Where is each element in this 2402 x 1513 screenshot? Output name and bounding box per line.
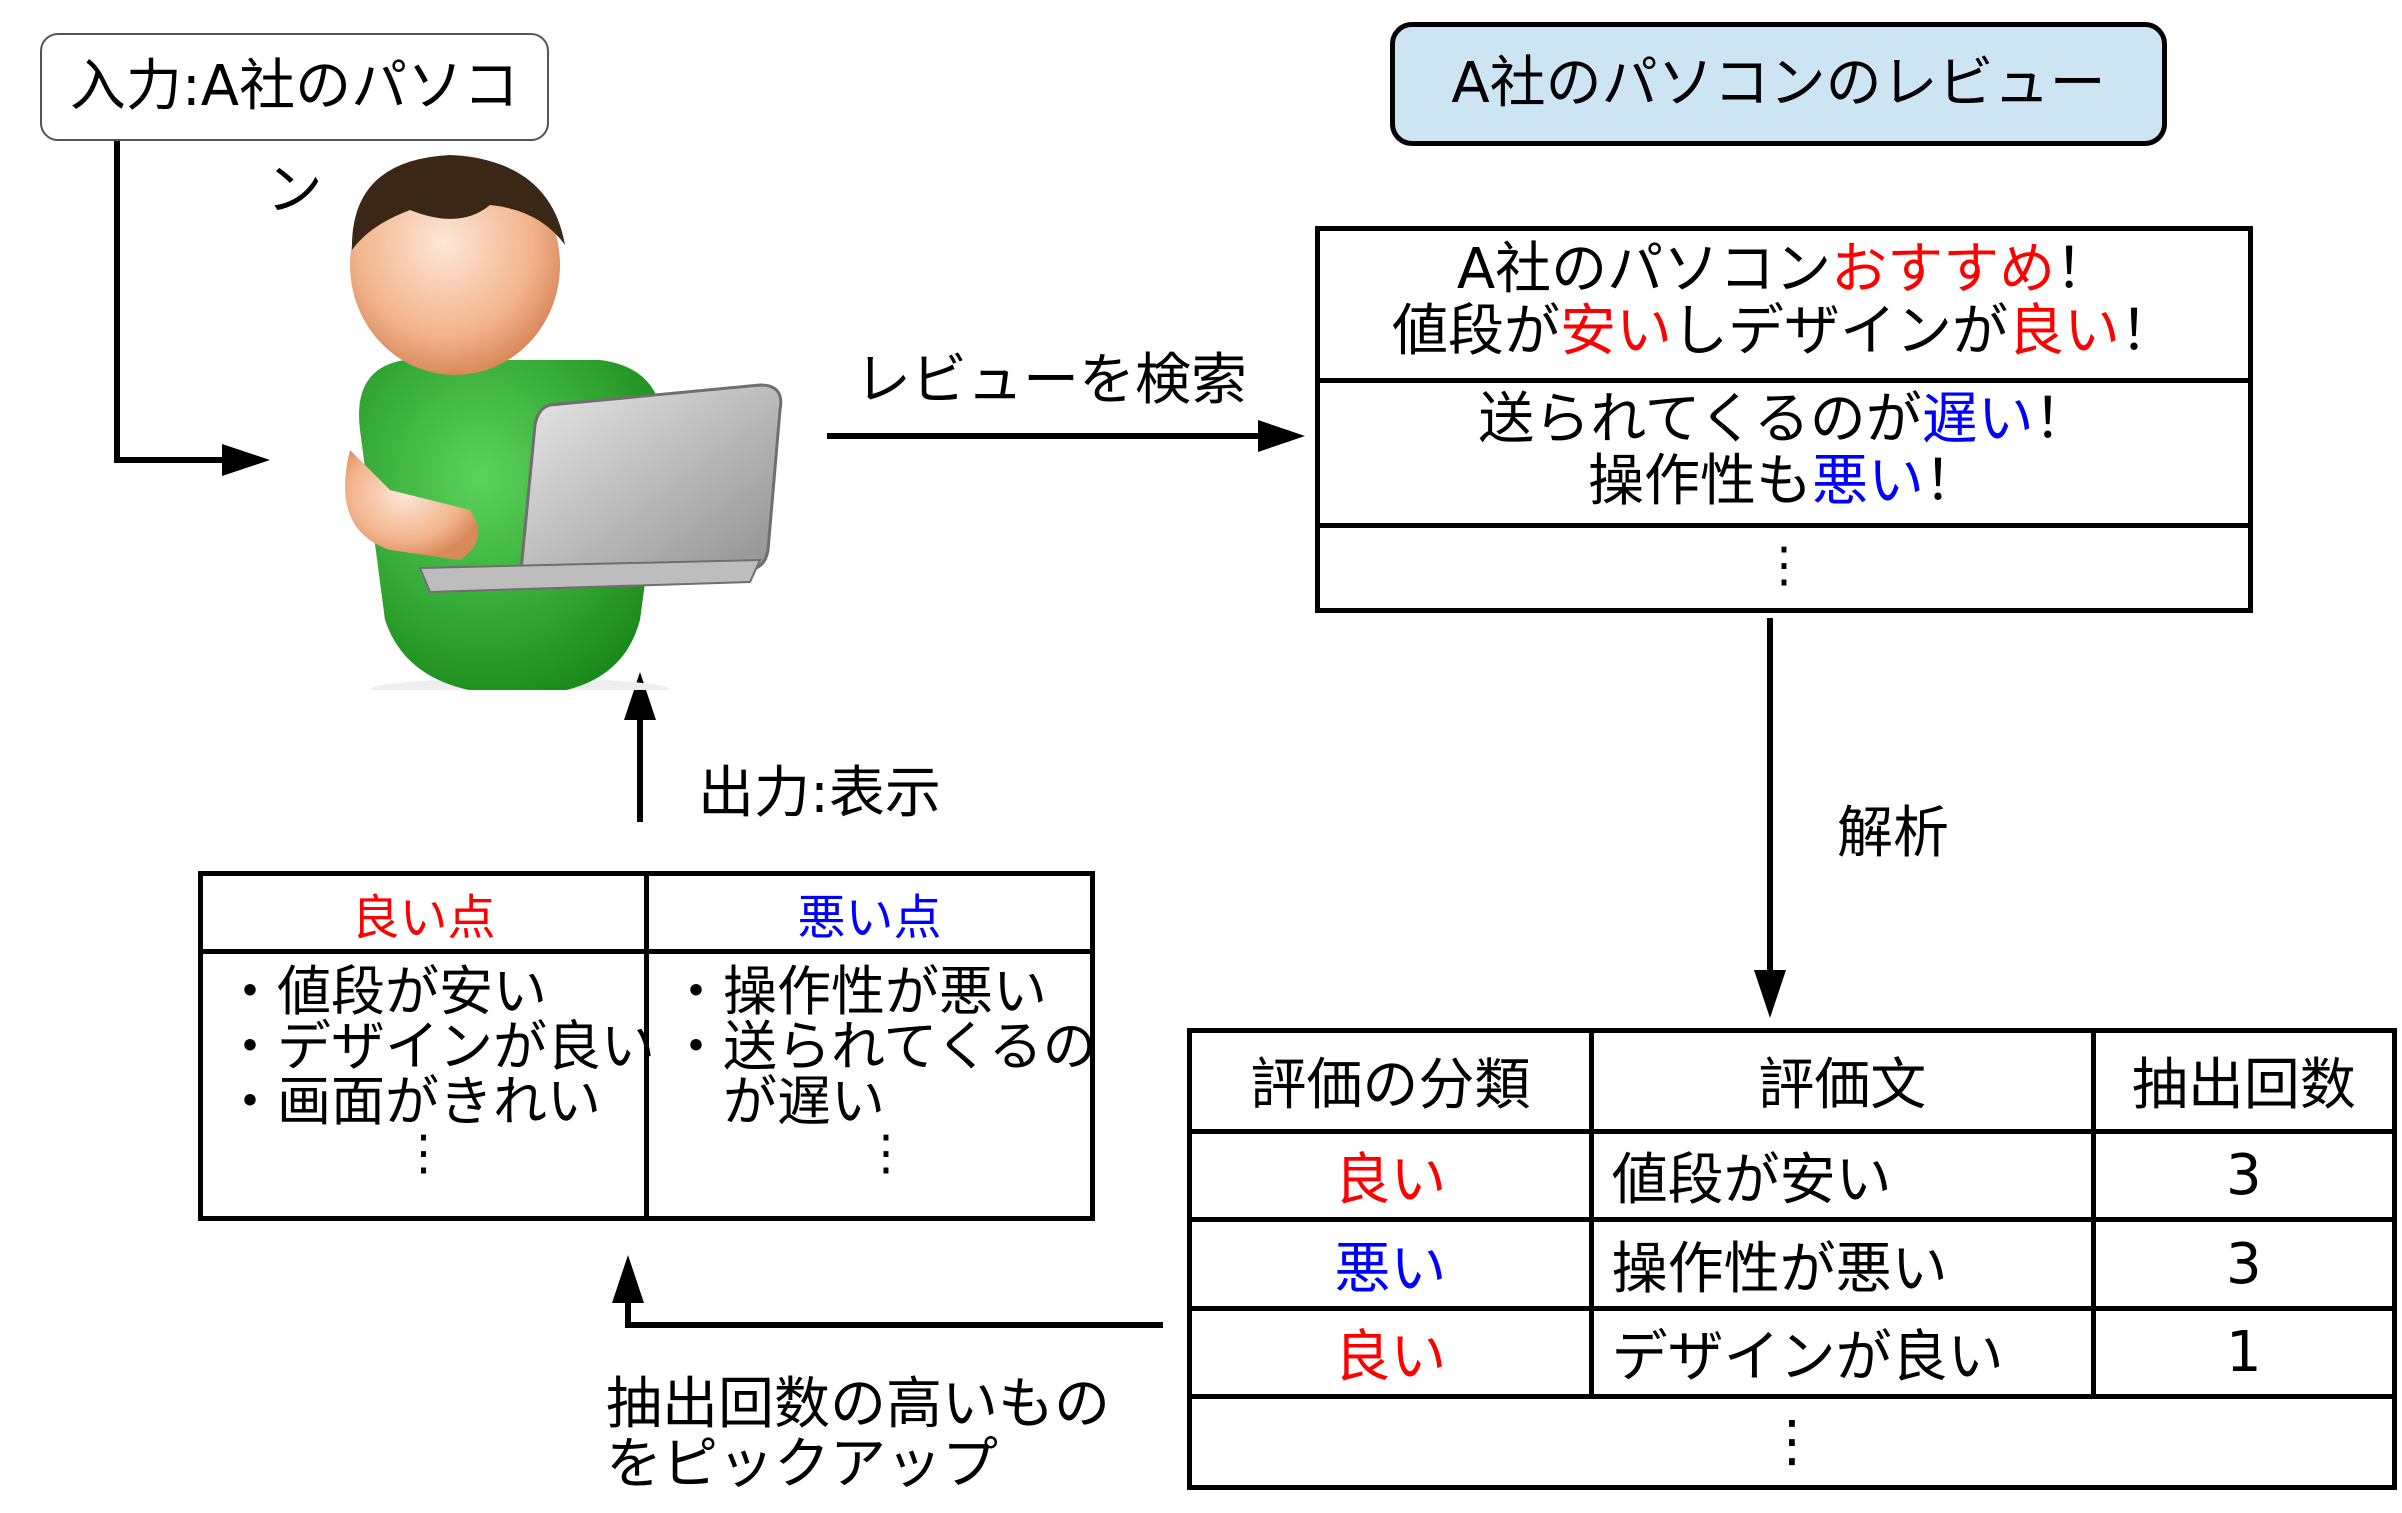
review-text: ！ [1924, 449, 1980, 514]
sentence-cell: 値段が安い [1588, 1128, 2096, 1223]
review-line: 送られてくるのが遅い！ [1320, 389, 2248, 451]
evaluation-word: おすすめ [1831, 237, 2056, 302]
list-item: が遅い [669, 1070, 885, 1133]
review-text: しデザインが [1672, 299, 2008, 364]
review-line: A社のパソコンおすすめ！ [1320, 239, 2248, 301]
count-cell: 3 [2090, 1217, 2398, 1311]
review-divider [1320, 378, 2248, 383]
review-line: ⋮ [1320, 541, 2248, 589]
pickup-label: 抽出回数の高いもの をピックアップ [606, 1375, 1110, 1495]
list-item: ・値段が安い [223, 960, 547, 1023]
bad-points-cell: ・操作性が悪い ・送られてくるの が遅い ⋮ [644, 949, 1097, 1221]
review-text: 値段が [1392, 299, 1560, 364]
summary-body-row: ・値段が安い ・デザインが良い ・画面がきれい ⋮ ・操作性が悪い ・送られてく… [198, 949, 1097, 1221]
input-arrow [114, 141, 270, 476]
sentence-cell: デザインが良い [1588, 1305, 2096, 1400]
input-label-box: 入力:A社のパソコン [40, 33, 549, 223]
review-text: ！ [2055, 237, 2112, 302]
category-cell: 良い [1187, 1305, 1594, 1400]
table-row: 良い デザインが良い 1 [1187, 1305, 2398, 1400]
list-item: ・デザインが良い [223, 1015, 655, 1078]
summary-table: 良い点 悪い点 ・値段が安い ・デザインが良い ・画面がきれい ⋮ ・操作性が悪… [198, 871, 1097, 1221]
review-text: ！ [2120, 299, 2176, 364]
review-divider [1320, 523, 2248, 528]
pickup-label-line-1: 抽出回数の高いもの [606, 1372, 1110, 1437]
review-list: A社のパソコンおすすめ！値段が安いしデザインが良い！ 送られてくるのが遅い！操作… [1315, 226, 2253, 613]
search-arrow [827, 420, 1305, 452]
pickup-label-line-2: をピックアップ [606, 1432, 998, 1497]
table-row: 悪い 操作性が悪い 3 [1187, 1217, 2398, 1311]
review-text: 操作性も [1588, 449, 1812, 514]
review-text: A社のパソコン [1456, 237, 1832, 302]
good-points-cell: ・値段が安い ・デザインが良い ・画面がきれい ⋮ [198, 949, 655, 1221]
category-cell: 良い [1187, 1128, 1594, 1223]
summary-header-row: 良い点 悪い点 [198, 871, 1095, 954]
review-item-1: A社のパソコンおすすめ！値段が安いしデザインが良い！ [1320, 239, 2248, 363]
count-cell: 1 [2090, 1305, 2398, 1400]
output-arrow [624, 672, 656, 822]
good-points-ellipsis: ⋮ [399, 1125, 448, 1181]
evaluation-word: 遅い [1921, 387, 2034, 452]
review-ellipsis: ⋮ [1320, 541, 2248, 589]
review-line: 値段が安いしデザインが良い！ [1320, 301, 2248, 363]
review-text: ⋮ [1760, 537, 1808, 593]
search-label: レビューを検索 [855, 348, 1247, 413]
review-text: 送られてくるのが [1478, 387, 1922, 452]
review-text: ！ [2033, 387, 2090, 452]
bad-points-header: 悪い点 [644, 871, 1095, 954]
analysis-arrow [1754, 618, 1786, 1018]
pickup-arrow [612, 1255, 1163, 1328]
list-item: ・画面がきれい [223, 1070, 601, 1133]
evaluation-word: 安い [1560, 299, 1672, 364]
column-header: 抽出回数 [2090, 1028, 2398, 1134]
bad-points-ellipsis: ⋮ [862, 1125, 910, 1181]
user-with-laptop-illustration [345, 155, 783, 690]
count-cell: 3 [2090, 1128, 2398, 1223]
evaluation-word: 悪い [1812, 449, 1924, 514]
evaluation-word: 良い [2008, 299, 2120, 364]
review-item-2: 送られてくるのが遅い！操作性も悪い！ [1320, 389, 2248, 513]
reviews-title: A社のパソコンのレビュー [1451, 51, 2106, 116]
table-header-row: 評価の分類 評価文 抽出回数 [1187, 1028, 2398, 1134]
good-points-header: 良い点 [198, 871, 649, 954]
extraction-result-table: 評価の分類 評価文 抽出回数 良い 値段が安い 3 悪い 操作性が悪い 3 良い… [1187, 1028, 2398, 1490]
list-item: ・操作性が悪い [669, 960, 1047, 1023]
analysis-label: 解析 [1837, 801, 1949, 866]
table-row: 良い 値段が安い 3 [1187, 1128, 2398, 1223]
input-label: 入力:A社のパソコン [69, 54, 520, 223]
table-ellipsis: ⋮ [1187, 1394, 2397, 1490]
category-cell: 悪い [1187, 1217, 1594, 1311]
column-header: 評価の分類 [1187, 1028, 1594, 1134]
list-item: ・送られてくるの [669, 1015, 1097, 1078]
reviews-title-box: A社のパソコンのレビュー [1390, 22, 2167, 146]
review-line: 操作性も悪い！ [1320, 451, 2248, 513]
sentence-cell: 操作性が悪い [1588, 1217, 2096, 1311]
output-label: 出力:表示 [698, 761, 941, 826]
column-header: 評価文 [1588, 1028, 2096, 1134]
table-ellipsis-row: ⋮ [1187, 1394, 2397, 1490]
